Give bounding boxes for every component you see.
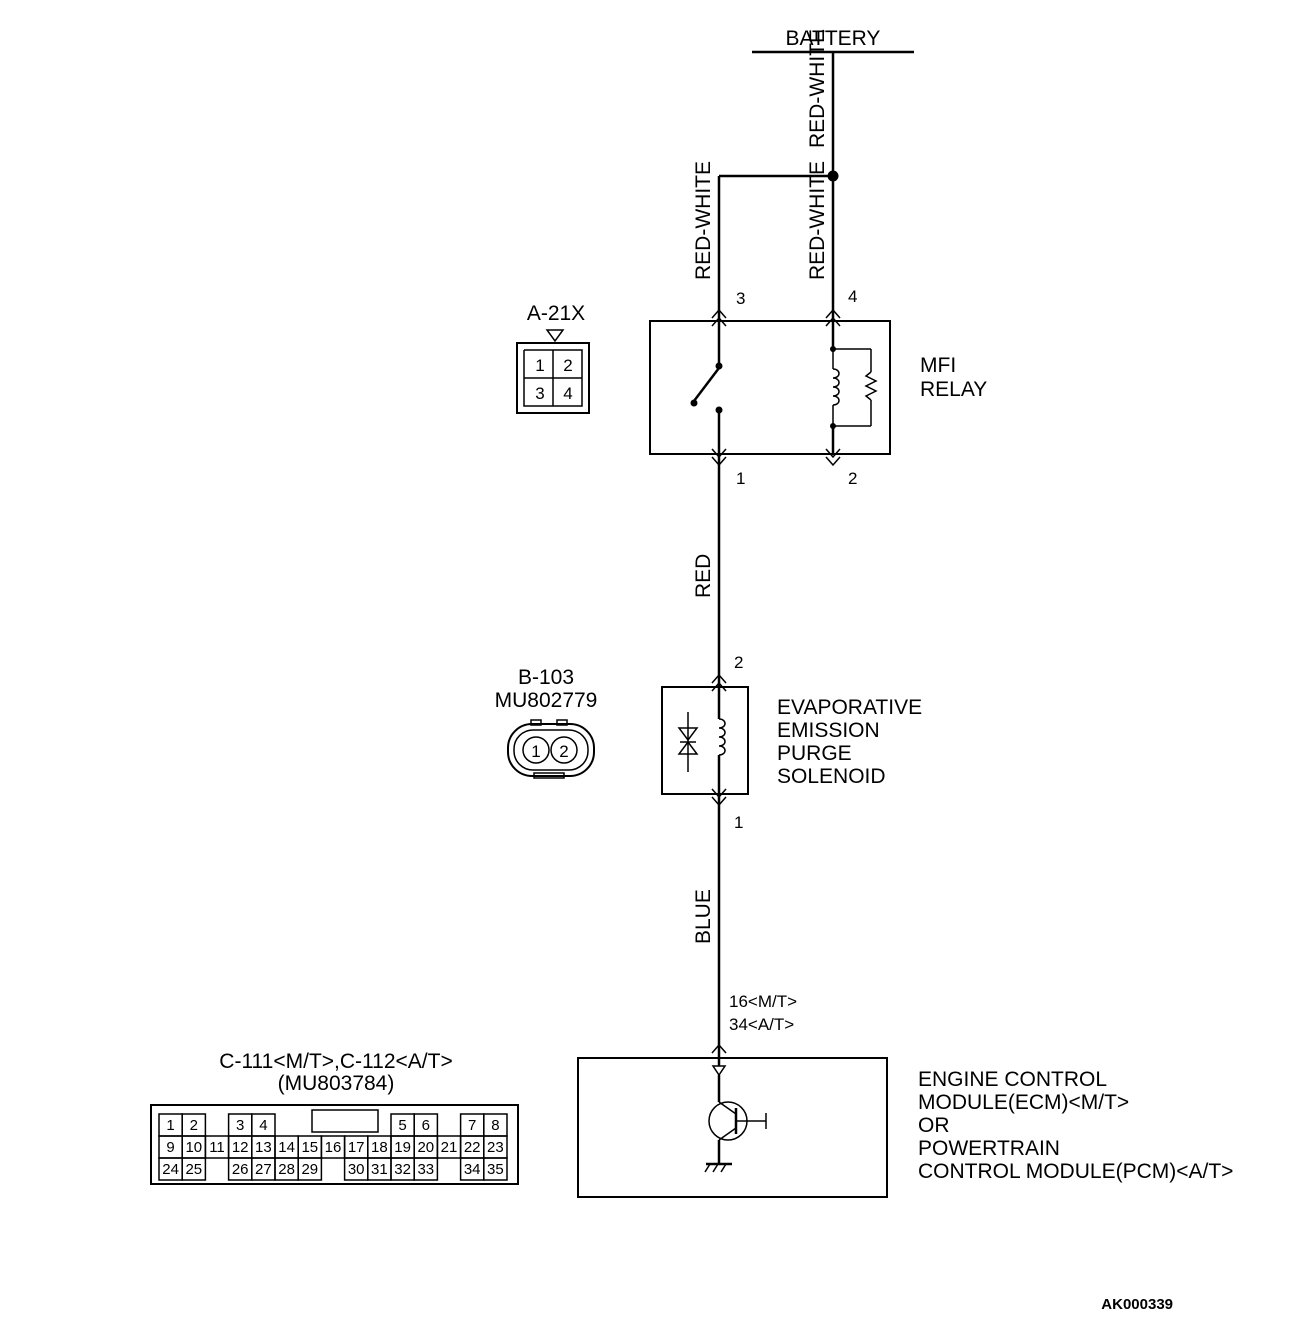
- solenoid-name-line4: SOLENOID: [777, 765, 886, 788]
- connector-pin-label: 17: [348, 1139, 365, 1156]
- connector-pin-label: 34: [464, 1161, 481, 1178]
- solenoid-name-line3: PURGE: [777, 742, 852, 765]
- pin-arrow: [711, 681, 727, 692]
- connector-pin-label: 30: [348, 1161, 365, 1178]
- ecm-connector-id: C-111<M/T>,C-112<A/T>: [219, 1050, 452, 1073]
- connector-cell: 2: [563, 356, 572, 375]
- relay-switch-icon: [690, 321, 723, 454]
- pin-arrow: [711, 673, 727, 684]
- solenoid-valve-icon: [677, 687, 726, 794]
- connector-pin-cell: [413, 1157, 439, 1181]
- connector-pin-label: 26: [232, 1161, 249, 1178]
- connector-cell: 3: [535, 384, 544, 403]
- connector-cell: 1: [535, 356, 544, 375]
- connector-pin-label: 20: [417, 1139, 434, 1156]
- connector-cell: 4: [563, 384, 572, 403]
- ecm-name-line1: ENGINE CONTROL: [918, 1068, 1107, 1091]
- connector-pin-cell: [483, 1157, 508, 1181]
- wire-label-relay-pin3: RED-WHITE: [692, 161, 715, 280]
- solenoid-pin1-label: 1: [734, 813, 743, 832]
- connector-pin-label: 11: [209, 1139, 225, 1156]
- figure-id: AK000339: [1101, 1296, 1173, 1313]
- relay-connector-face: 1 2 3 4: [516, 342, 590, 414]
- relay-pin4-label: 4: [848, 287, 857, 306]
- wire-label-battery-feed-1: RED-WHITE: [806, 29, 829, 148]
- pin-arrow: [711, 316, 727, 327]
- connector-key-icon: [545, 329, 565, 343]
- connector-pin-label: 18: [371, 1139, 388, 1156]
- battery-label: BATTERY: [786, 27, 881, 50]
- ecm-connector-key: [311, 1109, 379, 1133]
- relay-pin1-label: 1: [736, 469, 745, 488]
- connector-pin-label: 25: [185, 1161, 202, 1178]
- ecm-name-line2: MODULE(ECM)<M/T>: [918, 1091, 1129, 1114]
- connector-pin-label: 12: [232, 1139, 249, 1156]
- solenoid-connector-part-no: MU802779: [495, 689, 598, 712]
- connector-pin-label: 28: [278, 1161, 295, 1178]
- ecm-pin-mt-label: 16<M/T>: [729, 992, 797, 1011]
- connector-pin-label: 15: [301, 1139, 318, 1156]
- connector-pin-label: 32: [394, 1161, 411, 1178]
- connector-pin-label: 8: [491, 1117, 499, 1134]
- connector-pin-label: 3: [236, 1117, 244, 1134]
- connector-pin-label: 24: [162, 1161, 179, 1178]
- wire-label-blue: BLUE: [692, 889, 715, 944]
- connector-pin-label: 10: [185, 1139, 202, 1156]
- connector-pin-label: 27: [255, 1161, 272, 1178]
- connector-pin-label: 23: [487, 1139, 504, 1156]
- connector-pin-label: 19: [394, 1139, 411, 1156]
- connector-pin-label: 22: [464, 1139, 481, 1156]
- pin-arrow: [825, 316, 841, 327]
- solenoid-connector-id: B-103: [518, 666, 574, 689]
- connector-pin-label: 21: [441, 1139, 458, 1156]
- connector-pin-label: 9: [166, 1139, 174, 1156]
- solenoid-name-line1: EVAPORATIVE: [777, 696, 922, 719]
- connector-pin-label: 7: [468, 1117, 476, 1134]
- ecm-connector-outline: [150, 1104, 519, 1185]
- connector-pin-label: 16: [325, 1139, 342, 1156]
- connector-pin-label: 14: [278, 1139, 295, 1156]
- transistor-icon: [704, 1058, 767, 1173]
- connector-pin-label: 31: [371, 1161, 388, 1178]
- connector-pin-cell: [181, 1157, 207, 1181]
- connector-pin-label: 2: [190, 1117, 198, 1134]
- connector-pin-label: 33: [417, 1161, 434, 1178]
- ecm-name-line4: POWERTRAIN: [918, 1137, 1060, 1160]
- ecm-name-line3: OR: [918, 1114, 950, 1137]
- connector-pin-label: 4: [259, 1117, 267, 1134]
- connector-pin-label: 13: [255, 1139, 272, 1156]
- connector-pin-label: 1: [166, 1117, 174, 1134]
- pin-arrow: [825, 308, 841, 319]
- relay-coil-icon: [830, 321, 878, 454]
- ecm-connector-part-no: (MU803784): [278, 1072, 395, 1095]
- connector-cell: 1: [531, 742, 540, 761]
- solenoid-pin2-label: 2: [734, 653, 743, 672]
- pin-arrow: [711, 308, 727, 319]
- relay-name-line1: MFI: [920, 354, 956, 377]
- solenoid-connector-face: 1 2: [507, 719, 595, 779]
- relay-name-line2: RELAY: [920, 378, 987, 401]
- pin-arrow: [711, 1043, 727, 1054]
- mfi-relay-box: [649, 320, 891, 455]
- relay-connector-id: A-21X: [527, 302, 585, 325]
- wire-label-red: RED: [692, 554, 715, 598]
- pin-arrow: [825, 448, 841, 459]
- solenoid-name-line2: EMISSION: [777, 719, 880, 742]
- connector-pin-cell: [297, 1157, 323, 1181]
- pin-arrow: [825, 456, 841, 467]
- connector-cell: 2: [559, 742, 568, 761]
- ecm-name-line5: CONTROL MODULE(PCM)<A/T>: [918, 1160, 1233, 1183]
- ecm-box: [577, 1057, 888, 1198]
- relay-pin2-label: 2: [848, 469, 857, 488]
- connector-pin-label: 6: [422, 1117, 430, 1134]
- connector-pin-label: 29: [301, 1161, 318, 1178]
- ecm-pin-at-label: 34<A/T>: [729, 1015, 794, 1034]
- connector-pin-label: 35: [487, 1161, 504, 1178]
- wire-label-relay-pin4: RED-WHITE: [806, 161, 829, 280]
- connector-pin-label: 5: [398, 1117, 406, 1134]
- relay-pin3-label: 3: [736, 289, 745, 308]
- purge-solenoid-box: [661, 686, 749, 795]
